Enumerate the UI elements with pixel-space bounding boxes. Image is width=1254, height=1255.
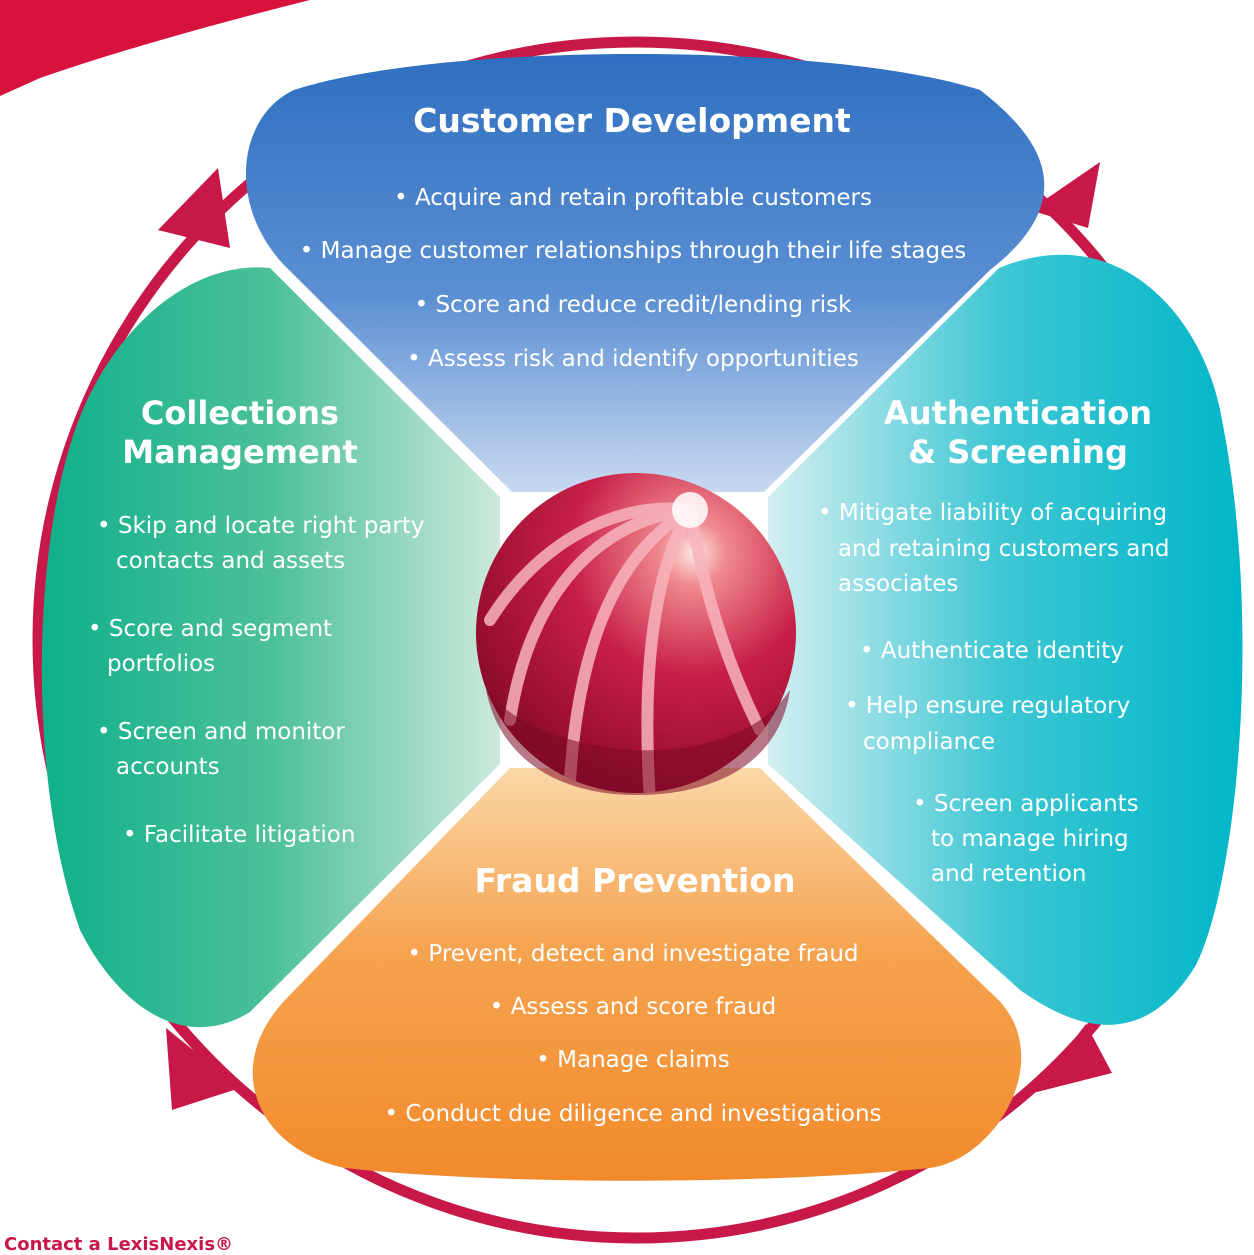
collections-management-item: • Facilitate litigation	[123, 822, 356, 848]
authentication-screening-panel	[768, 254, 1243, 1025]
fraud-prevention-panel	[252, 768, 1022, 1181]
authentication-screening-item: and retaining customers and	[838, 536, 1170, 562]
collections-management-item: • Screen and monitor	[97, 719, 345, 745]
authentication-screening-title-line2: & Screening	[908, 433, 1128, 471]
authentication-screening-item: to manage hiring	[931, 826, 1129, 852]
fraud-prevention-item: • Conduct due diligence and investigatio…	[384, 1101, 882, 1127]
collections-management-panel	[41, 267, 501, 1028]
authentication-screening-item: • Mitigate liability of acquiring	[818, 500, 1168, 526]
authentication-screening-item: and retention	[931, 861, 1087, 887]
authentication-screening-item: • Help ensure regulatory	[845, 693, 1131, 719]
authentication-screening-item: compliance	[863, 729, 995, 755]
customer-development-item: • Score and reduce credit/lending risk	[414, 292, 852, 318]
collections-management-item: • Score and segment	[88, 616, 333, 642]
customer-development-title: Customer Development	[413, 101, 851, 140]
fraud-prevention-item: • Prevent, detect and investigate fraud	[407, 941, 859, 967]
collections-management-title-line1: Collections	[140, 394, 340, 432]
fraud-prevention-item: • Manage claims	[536, 1047, 730, 1073]
fraud-prevention-item: • Assess and score fraud	[489, 994, 777, 1020]
sphere-highlight	[672, 492, 708, 528]
collections-management-item: portfolios	[107, 651, 216, 677]
customer-development-item: • Manage customer relationships through …	[299, 238, 967, 264]
arrowhead-bottom-right-icon	[1033, 1024, 1112, 1093]
fraud-prevention-title: Fraud Prevention	[474, 861, 796, 900]
authentication-screening-item: • Screen applicants	[913, 791, 1139, 817]
sphere-swoosh-lines	[484, 502, 766, 793]
authentication-screening-item: • Authenticate identity	[860, 638, 1124, 664]
corner-band	[0, 0, 310, 96]
contact-note: Contact a LexisNexis®	[4, 1234, 234, 1255]
collections-management-item: accounts	[116, 754, 220, 780]
arrowhead-top-right-icon	[1030, 162, 1100, 228]
sphere-shadow	[486, 690, 790, 795]
authentication-screening-item: associates	[838, 571, 959, 597]
collections-management-item: • Skip and locate right party	[97, 513, 425, 539]
customer-development-panel	[245, 54, 1045, 492]
collections-management-title-line2: Management	[122, 433, 358, 471]
collections-management-item: contacts and assets	[116, 548, 346, 574]
arrowhead-bottom-left-icon	[166, 1028, 240, 1110]
authentication-screening-title-line1: Authentication	[884, 394, 1152, 432]
customer-development-item: • Assess risk and identify opportunities	[407, 346, 859, 372]
customer-development-item: • Acquire and retain profitable customer…	[394, 185, 872, 211]
arrowhead-top-left-icon	[158, 168, 230, 248]
